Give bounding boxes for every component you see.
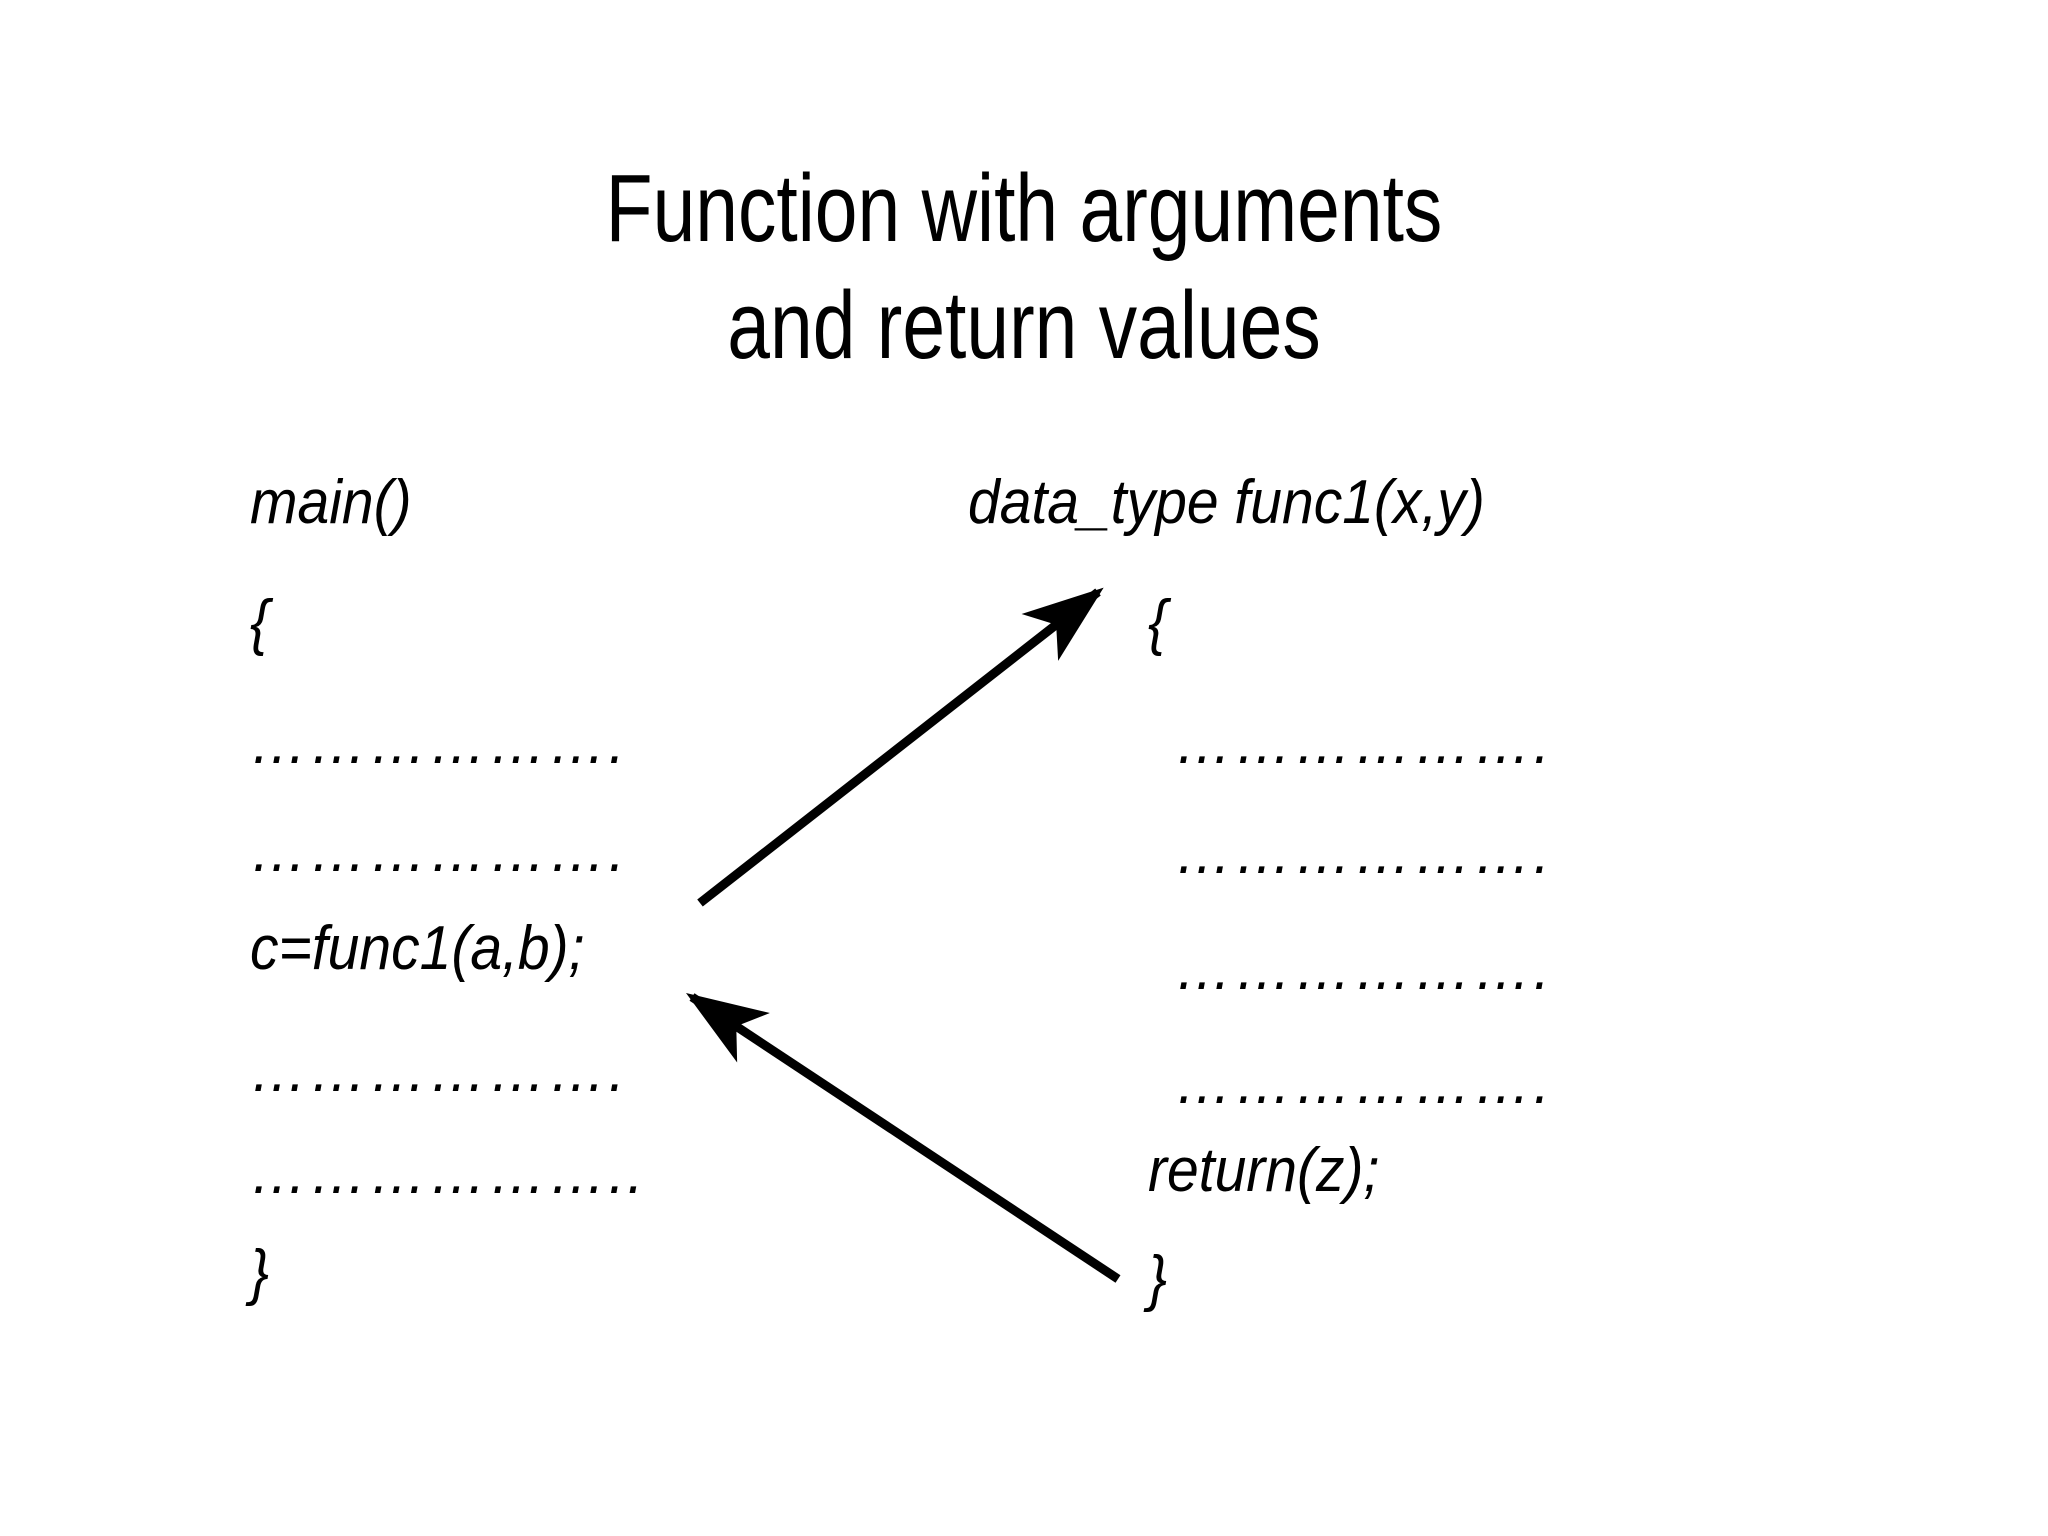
callee-return-statement: return(z); [1148, 1136, 1380, 1205]
page-title: Function with arguments and return value… [205, 150, 1843, 384]
caller-dots-line-2: ………………. [250, 816, 628, 885]
caller-dots-line-4: ……………….. [250, 1138, 647, 1207]
callee-signature: data_type func1(x,y) [968, 468, 1485, 537]
caller-dots-line-3: ………………. [250, 1036, 628, 1105]
callee-dots-line-3: ………………. [1175, 934, 1553, 1003]
caller-function-call: c=func1(a,b); [250, 914, 585, 983]
return-arrow [685, 993, 1121, 1283]
callee-dots-line-4: ………………. [1175, 1048, 1553, 1117]
callee-open-brace: { [1148, 588, 1168, 657]
caller-signature: main() [250, 468, 412, 537]
callee-close-brace: } [1148, 1244, 1168, 1313]
caller-open-brace: { [250, 588, 270, 657]
call-arrow [697, 587, 1104, 907]
title-line-1: Function with arguments [605, 155, 1443, 262]
caller-dots-line-1: ………………. [250, 708, 628, 777]
callee-dots-line-1: ………………. [1175, 708, 1553, 777]
callee-dots-line-2: ………………. [1175, 818, 1553, 887]
caller-close-brace: } [250, 1238, 270, 1307]
title-line-2: and return values [727, 272, 1321, 380]
